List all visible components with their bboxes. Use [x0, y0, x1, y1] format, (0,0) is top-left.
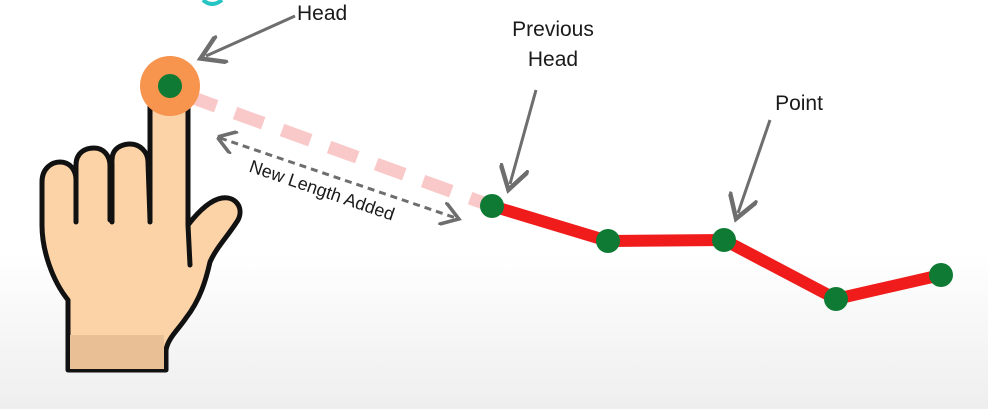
- snake-point-5: [929, 263, 953, 287]
- head-point: [158, 74, 182, 98]
- corner-accent-arc: [201, 0, 224, 6]
- head-arrow: [206, 14, 296, 56]
- previous-head-label-line1: Previous: [512, 18, 594, 41]
- hand-wrist-shade: [70, 335, 164, 369]
- hand-skin: [39, 81, 243, 373]
- new-length-arrow: [220, 138, 456, 218]
- previous-head-arrow: [510, 89, 538, 184]
- thumb-crease: [185, 222, 193, 268]
- head-label: Head: [297, 2, 347, 25]
- previous-head-label-line2: Head: [528, 48, 578, 71]
- point-arrow: [738, 119, 772, 213]
- hand-pointer-icon: [39, 81, 243, 373]
- snake-point-3: [712, 228, 736, 252]
- new-length-label: New Length Added: [247, 156, 397, 224]
- point-label: Point: [775, 92, 823, 115]
- snake-point-4: [824, 287, 848, 311]
- snake-body-line: [486, 200, 947, 305]
- snake-point-2: [596, 229, 620, 253]
- previous-head-point: [480, 194, 504, 218]
